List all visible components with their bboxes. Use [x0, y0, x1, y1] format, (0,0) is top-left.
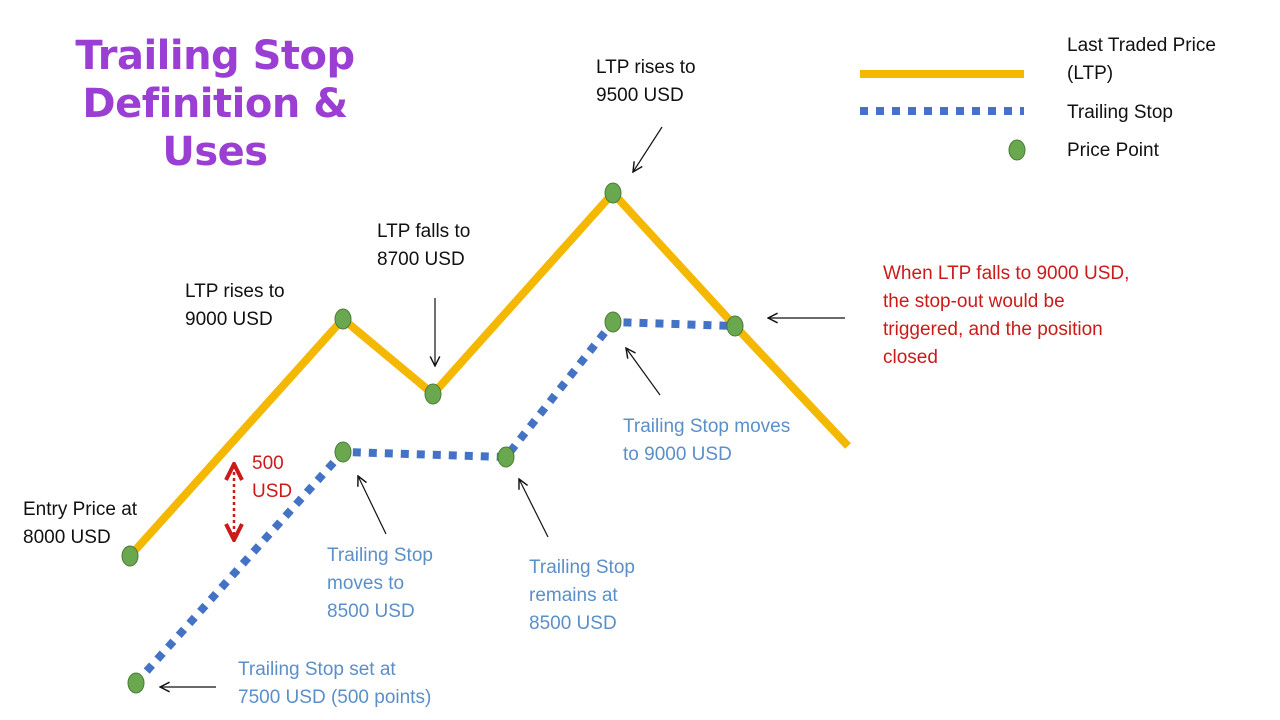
- price-point-entry: [121, 545, 139, 567]
- price-points: [121, 182, 744, 694]
- annotation-ltp-rises-9000: LTP rises to 9000 USD: [185, 281, 285, 330]
- annotation-ts-moves-9000: Trailing Stop moves to 9000 USD: [623, 416, 791, 465]
- annotation-ltp-falls-8700: LTP falls to 8700 USD: [377, 221, 471, 270]
- legend-price-point-label: Price Point: [1067, 140, 1159, 161]
- annotation-entry-price: Entry Price at 8000 USD: [23, 499, 138, 548]
- page-title: Trailing Stop Definition & Uses: [40, 32, 390, 176]
- price-point-ts-7500: [127, 672, 145, 694]
- price-point-stop-out: [726, 315, 744, 337]
- price-point-ltp-9000: [334, 308, 352, 330]
- price-point-ltp-8700: [424, 383, 442, 405]
- price-point-ts-9000: [604, 311, 622, 333]
- price-point-ts-8500-hold: [497, 446, 515, 468]
- price-point-ltp-9500: [604, 182, 622, 204]
- annotation-ts-remains-8500: Trailing Stop remains at 8500 USD: [529, 557, 635, 634]
- arrow-ts-remains: [519, 479, 549, 538]
- legend-ltp-label: Last Traded Price (LTP): [1067, 35, 1216, 84]
- trailing-stop-line: [133, 317, 736, 686]
- title-line-1: Trailing Stop: [75, 33, 355, 79]
- ltp-line: [127, 189, 851, 559]
- arrow-ts-9000: [626, 348, 661, 396]
- legend-trailing-stop-label: Trailing Stop: [1067, 102, 1173, 123]
- annotation-stop-out: When LTP falls to 9000 USD, the stop-out…: [883, 263, 1130, 368]
- legend-price-point-icon: [1008, 139, 1026, 161]
- annotation-arrows: [160, 126, 845, 687]
- annotation-ts-moves-8500: Trailing Stop moves to 8500 USD: [327, 545, 433, 622]
- annotation-ts-set-7500: Trailing Stop set at 7500 USD (500 point…: [238, 659, 432, 708]
- legend: [860, 70, 1026, 161]
- arrow-ts-8500: [358, 476, 387, 535]
- annotation-500-usd: 500 USD: [252, 453, 293, 502]
- price-point-ts-8500: [334, 441, 352, 463]
- title-line-2: Definition & Uses: [82, 81, 348, 175]
- arrow-ltp-9500: [633, 126, 663, 172]
- annotation-ltp-rises-9500: LTP rises to 9500 USD: [596, 57, 696, 106]
